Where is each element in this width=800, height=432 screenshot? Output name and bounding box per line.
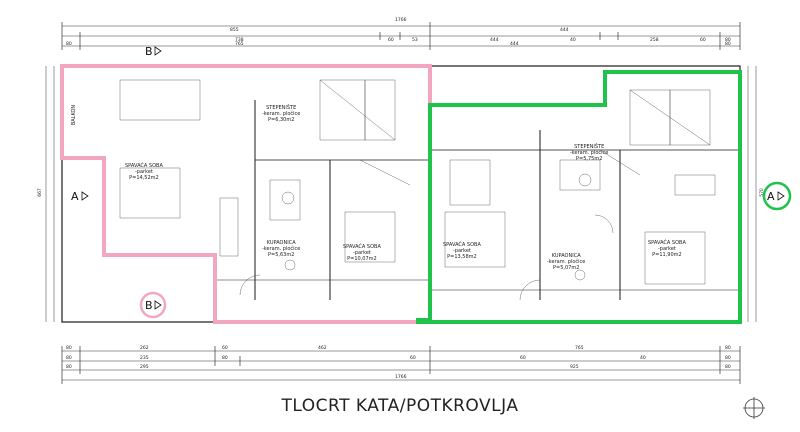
room-area: P=5,07m2 [552,265,580,271]
dim-top-total: 1766 [395,18,407,23]
room-stepeniste-2: STEPENIŠTE -keram. pločice P=5,75m2 [570,144,608,162]
room-floor: -parket [453,248,471,254]
room-name: KUPAONICA [266,240,296,246]
dim-bottom-row2-c: 80 [222,356,228,361]
dim-bottom-row3-b: 295 [140,365,149,370]
dim-top-right: 444 [560,28,569,33]
section-marker-b-bottom: B [139,291,167,319]
dim-top-row2-d: 444 [490,38,499,43]
dim-right-height: 570 [759,188,765,197]
svg-text:A: A [71,190,79,203]
pink-unit-outline [60,64,432,324]
room-area: P=14,52m2 [129,175,159,181]
room-spavaca-3: SPAVAĆA SOBA -parket P=13,58m2 [443,242,481,260]
compass-icon [743,397,765,419]
dim-bottom-total: 1766 [395,375,407,380]
dim-top-row2-a: 738 [235,38,244,43]
room-kupaonica-1: KUPAONICA -keram. pločice P=5,63m2 [262,240,300,258]
dim-bottom-row2-d: 60 [410,356,416,361]
room-spavaca-2: SPAVAĆA SOBA -parket P=10,07m2 [343,244,381,262]
room-stepeniste-1: STEPENIŠTE -keram. pločice P=6,30m2 [262,105,300,123]
side-dimension-lines [45,66,757,322]
interior-details [119,79,716,301]
room-area: P=13,58m2 [447,254,477,260]
svg-text:B: B [145,45,153,58]
dim-top-row2-c: 53 [412,38,418,43]
dim-top-row3-d: 80 [725,42,731,47]
room-area: P=11,90m2 [652,252,682,258]
room-area: P=10,07m2 [347,256,377,262]
dim-top-row2-f: 258 [650,38,659,43]
dim-bottom-row1-a: 80 [66,346,72,351]
top-dimension-lines [61,22,741,50]
dim-bottom-row1-f: 80 [725,346,731,351]
dim-bottom-row1-e: 765 [575,346,584,351]
dim-bottom-row2-a: 80 [66,356,72,361]
dim-top-row2-b: 60 [388,38,394,43]
room-floor: -parket [658,246,676,252]
section-marker-b-top: B [145,45,162,58]
room-spavaca-4: SPAVAĆA SOBA -parket P=11,90m2 [648,240,686,258]
walls [61,65,741,323]
room-floor: -keram. pločice [262,246,301,252]
dim-bottom-row2-b: 235 [140,356,149,361]
room-name: SPAVAĆA SOBA [648,240,686,246]
dim-bottom-row2-g: 80 [725,356,731,361]
dim-top-row3-b: 765 [235,42,244,47]
room-floor: -keram. pločice [547,259,586,265]
room-label-balkon: BALKON [71,104,78,126]
dim-bottom-row3-d: 80 [725,365,731,370]
dim-left-height: 667 [37,188,43,197]
room-area: P=5,75m2 [575,156,603,162]
room-name: SPAVAĆA SOBA [125,163,163,169]
dim-top-row2-e: 40 [570,38,576,43]
room-name: KUPAONICA [551,253,581,259]
room-kupaonica-2: KUPAONICA -keram. pločice P=5,07m2 [547,253,585,271]
room-name: STEPENIŠTE [574,144,605,150]
svg-text:A: A [767,190,775,203]
room-area: P=6,30m2 [267,117,295,123]
room-name: SPAVAĆA SOBA [343,244,381,250]
section-marker-a-left: A [71,190,89,203]
dim-bottom-row3-a: 80 [66,365,72,370]
section-marker-a-right: A [762,181,792,211]
dim-bottom-row3-c: 925 [570,365,579,370]
dim-top-row3-a: 80 [66,42,72,47]
dim-top-row2-g: 60 [700,38,706,43]
dim-top-row2-h: 80 [725,38,731,43]
bottom-dimension-lines [61,346,741,384]
dim-bottom-row2-f: 40 [640,356,646,361]
dim-bottom-row2-e: 60 [520,356,526,361]
room-spavaca-1: SPAVAĆA SOBA -parket P=14,52m2 [125,163,163,181]
dim-bottom-row1-d: 462 [318,346,327,351]
dim-top-row3-c: 444 [510,42,519,47]
room-floor: -keram. pločice [262,111,301,117]
room-floor: -keram. pločice [570,150,609,156]
drawing-title: TLOCRT KATA/POTKROVLJA [281,396,519,416]
room-area: P=5,63m2 [267,252,295,258]
dim-top-left: 855 [230,28,239,33]
svg-text:B: B [145,299,153,312]
green-unit-outline [416,70,742,324]
dim-bottom-row1-b: 262 [140,346,149,351]
dim-bottom-row1-c: 60 [222,346,228,351]
room-floor: -parket [135,169,153,175]
room-floor: -parket [353,250,371,256]
room-name: SPAVAĆA SOBA [443,242,481,248]
room-name: STEPENIŠTE [266,105,297,111]
